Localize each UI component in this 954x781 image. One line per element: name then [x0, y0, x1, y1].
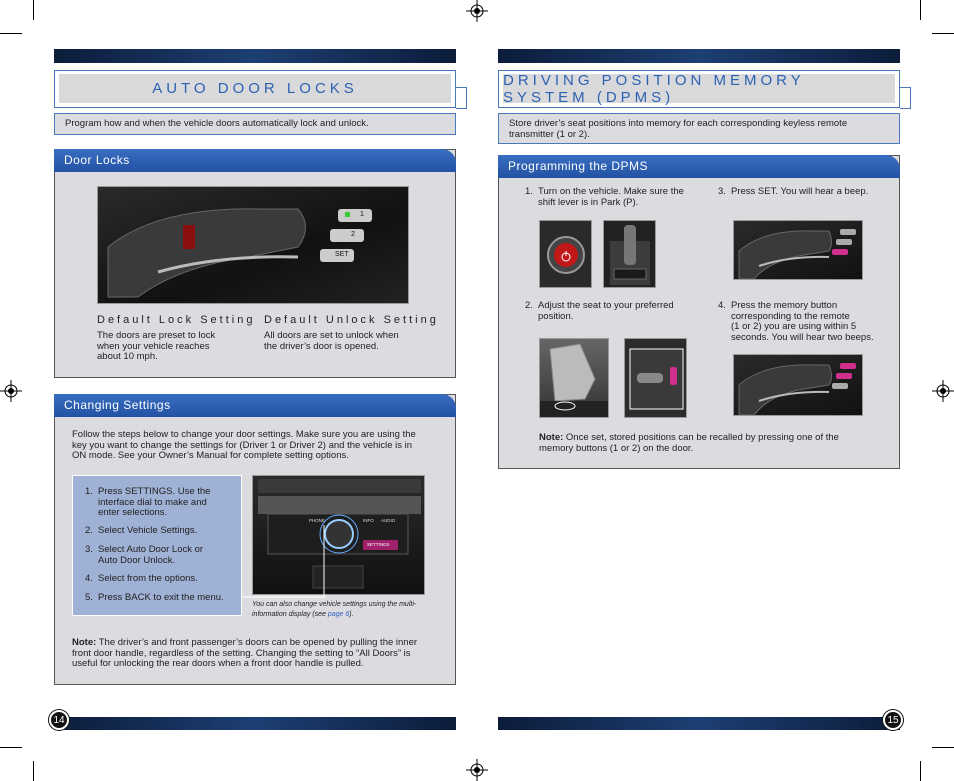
top-bar [498, 49, 900, 63]
section-heading: Changing Settings [54, 394, 456, 417]
default-lock-heading: Default Lock Setting [97, 314, 256, 326]
page-title: DRIVING POSITION MEMORY SYSTEM (DPMS) [503, 72, 895, 106]
crop-mark [33, 0, 34, 20]
intro-text: Program how and when the vehicle doors a… [54, 113, 456, 135]
bottom-bar [498, 717, 900, 730]
console-info-label: INFO [363, 518, 374, 523]
seat-image [539, 338, 609, 418]
page-number: 15 [883, 710, 903, 730]
crop-mark [932, 747, 954, 748]
default-unlock-text: All doors are set to unlock when the dri… [264, 330, 399, 352]
registration-mark-icon [466, 759, 488, 781]
console-phone-label: PHONE [309, 518, 326, 523]
changing-settings-panel: Changing Settings Follow the steps below… [54, 394, 456, 685]
default-lock-text: The doors are preset to lock when your v… [97, 330, 216, 362]
page-number: 14 [49, 710, 69, 730]
crop-mark [920, 761, 921, 781]
door-panel-illustration [738, 363, 856, 415]
start-button-image [539, 220, 592, 288]
door-memory-image-recall [733, 354, 863, 416]
console-settings-label: SETTINGS [367, 542, 390, 547]
programming-panel: Programming the DPMS 1. Turn on the vehi… [498, 155, 900, 469]
registration-mark-icon [932, 380, 954, 402]
seat-control-illustration [629, 348, 684, 410]
intro-text: Store driver’s seat positions into memor… [498, 113, 900, 144]
door-memory-image-set [733, 220, 863, 280]
seat-controls-image [624, 338, 687, 418]
power-button-icon [547, 236, 585, 274]
default-unlock-heading: Default Unlock Setting [264, 314, 439, 326]
crop-mark [0, 33, 22, 34]
crop-mark [920, 0, 921, 20]
crop-mark [0, 747, 22, 748]
dpms-note: Note: Once set, stored positions can be … [539, 432, 839, 454]
section-heading: Door Locks [54, 149, 456, 172]
section-heading: Programming the DPMS [498, 155, 900, 178]
callout-line [242, 525, 325, 598]
door-panel-illustration [738, 229, 856, 279]
memory-button-1-label: 1 [360, 211, 364, 218]
title-tab [456, 87, 467, 109]
changing-note: Note: The driver’s and front passenger’s… [72, 637, 418, 669]
door-locks-panel: Door Locks 1 2 SET Default Lock Setting … [54, 149, 456, 378]
door-panel-image: 1 2 SET [97, 186, 409, 304]
crop-mark [932, 33, 954, 34]
door-handle-illustration [107, 208, 372, 298]
center-console-image: PHONE INFO AUDIO SETTINGS [252, 475, 425, 595]
page-link[interactable]: page 6 [327, 610, 350, 618]
console-audio-label: AUDIO [381, 518, 396, 523]
shift-lever-image [603, 220, 656, 288]
registration-mark-icon [0, 380, 22, 402]
set-button-label: SET [335, 251, 349, 258]
console-illustration [258, 479, 421, 589]
seat-illustration [540, 343, 608, 417]
page-title: AUTO DOOR LOCKS [59, 74, 451, 103]
registration-mark-icon [466, 0, 488, 22]
memory-button-2-label: 2 [351, 231, 355, 238]
crop-mark [33, 761, 34, 781]
shift-lever-icon [610, 225, 650, 285]
bottom-bar [54, 717, 456, 730]
top-bar [54, 49, 456, 63]
console-caption: You can also change vehicle settings usi… [252, 601, 417, 618]
title-tab [900, 87, 911, 109]
changing-intro: Follow the steps below to change your do… [72, 429, 416, 461]
